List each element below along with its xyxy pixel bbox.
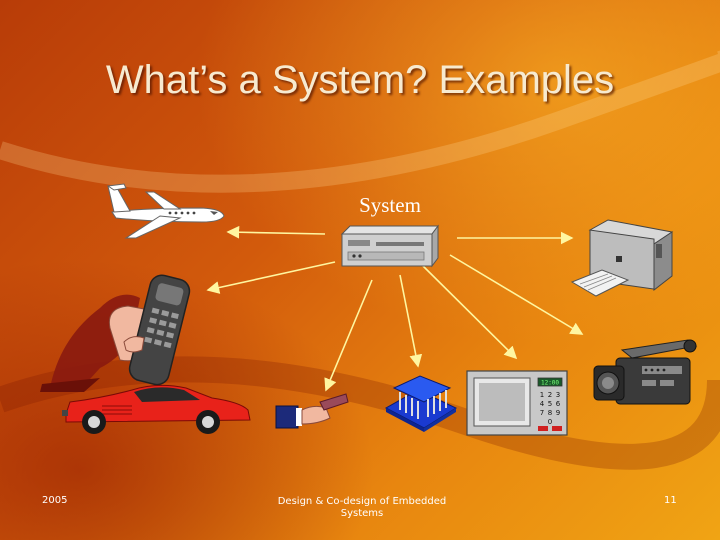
footer-page-number: 11 xyxy=(664,495,677,506)
keypad-key: 7 xyxy=(540,409,544,417)
system-label: System xyxy=(359,193,421,217)
keypad-key: 9 xyxy=(556,409,560,417)
arrow-to-airplane xyxy=(226,225,326,239)
keypad-key: 3 xyxy=(556,391,560,399)
airplane-icon xyxy=(106,183,225,239)
card-reader-icon xyxy=(275,393,349,429)
keypad-key: 2 xyxy=(548,391,552,399)
arrow-to-card-reader xyxy=(324,279,373,392)
keypad-key: 5 xyxy=(548,400,552,408)
keypad-key: 4 xyxy=(540,400,545,408)
microchip-icon xyxy=(384,375,458,432)
keypad-key: 1 xyxy=(540,391,544,399)
arrow-to-telephone xyxy=(206,261,336,294)
car-icon xyxy=(62,384,251,434)
camcorder-icon xyxy=(593,339,698,405)
footer-year: 2005 xyxy=(42,495,68,506)
microwave-display: 12:00 xyxy=(541,380,559,387)
system-box-icon xyxy=(340,224,439,268)
printer-icon xyxy=(570,219,674,297)
slide-title: What’s a System? Examples xyxy=(105,58,615,102)
arrow-to-microchip xyxy=(399,274,423,368)
arrow-to-microwave xyxy=(421,264,518,360)
keypad-key: 8 xyxy=(548,409,552,417)
keypad-key: 6 xyxy=(556,400,561,408)
microwave-icon: 12:00 1 2 3 4 5 6 7 8 9 0 xyxy=(466,370,568,436)
keypad-key: 0 xyxy=(548,418,552,426)
footer-course: Design & Co-design of Embedded Systems xyxy=(277,496,447,519)
arrow-to-camcorder xyxy=(449,254,584,335)
telephone-icon xyxy=(40,274,191,392)
